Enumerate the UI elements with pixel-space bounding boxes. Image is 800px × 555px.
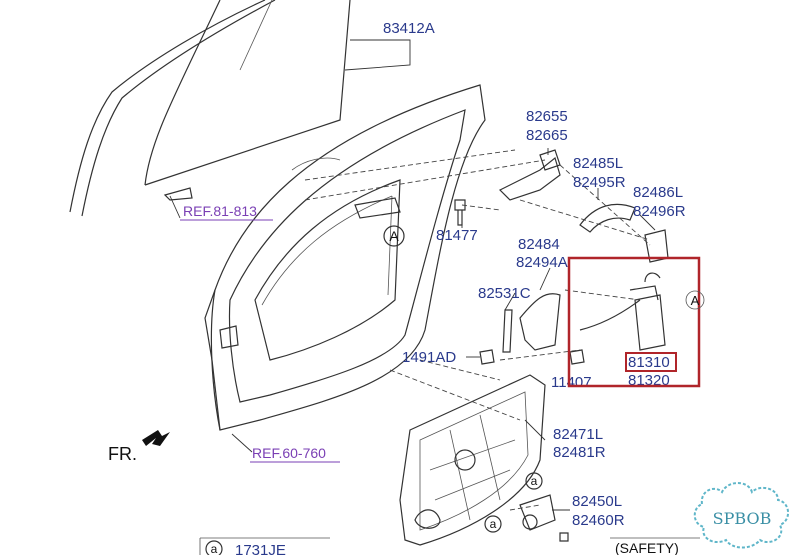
front-label: FR.: [108, 444, 137, 464]
callout-a-circle-upper: [383, 225, 405, 247]
ref-81-813-leader: [169, 195, 181, 219]
label-82484: 82484: [518, 236, 560, 253]
screw-bottom: [559, 532, 569, 542]
callout-a-upper: A: [389, 228, 399, 244]
front-arrow-icon: [142, 430, 170, 446]
label-82486l: 82486L: [633, 184, 683, 201]
latch-cable-82484: [519, 293, 561, 351]
watermark-badge-icon: [693, 482, 789, 549]
label-81477: 81477: [436, 227, 478, 244]
label-1731je: 1731JE: [235, 542, 286, 555]
label-82496r: 82496R: [633, 203, 686, 220]
door-latch-81310: [579, 272, 666, 351]
callout-a-lock: A: [691, 293, 700, 308]
watermark-text: SPBOB: [713, 509, 772, 528]
label-11407: 11407: [551, 374, 592, 391]
callout-small-a-2: a: [490, 517, 497, 531]
label-leaders: [231, 39, 656, 511]
label-82655: 82655: [526, 108, 568, 125]
label-83412a: 83412A: [383, 20, 435, 37]
highlight-box-81310: [625, 352, 677, 372]
clip-1491ad: [479, 349, 495, 365]
handle-bracket: [579, 203, 636, 233]
callout-small-a-1: a: [531, 474, 538, 488]
safety-label: (SAFETY): [615, 540, 679, 555]
label-82460r: 82460R: [572, 512, 625, 529]
label-82481r: 82481R: [553, 444, 606, 461]
label-82485l: 82485L: [573, 155, 623, 172]
motor-82450: [519, 494, 556, 531]
label-82471l: 82471L: [553, 426, 603, 443]
callout-small-a-circle-1: [525, 472, 543, 490]
door-panel: [204, 84, 486, 431]
dashed-leaders: [304, 149, 651, 511]
outside-handle: [498, 149, 561, 201]
callout-small-a-3: a: [211, 542, 218, 555]
note-box-1731je: [199, 537, 330, 555]
nut-11407: [569, 349, 585, 365]
front-direction-indicator: FR.: [108, 430, 170, 464]
ref-60-760: REF.60-760: [252, 445, 326, 461]
label-82665: 82665: [526, 127, 568, 144]
ref-81-813: REF.81-813: [183, 203, 257, 219]
bolt-81477: [454, 199, 466, 226]
spbob-watermark-logo: SPBOB: [693, 482, 789, 549]
window-regulator: [399, 374, 546, 546]
rod-82531c: [502, 309, 513, 353]
label-1491ad: 1491AD: [402, 349, 456, 366]
label-82531c: 82531C: [478, 285, 531, 302]
callout-a-circle-lock: [685, 290, 705, 310]
highlight-box-latch: [567, 256, 701, 388]
label-82494a: 82494A: [516, 254, 568, 271]
label-81310: 81310: [628, 354, 670, 371]
label-82450l: 82450L: [572, 493, 622, 510]
label-82495r: 82495R: [573, 174, 626, 191]
callout-small-a-circle-3: [205, 540, 223, 555]
callout-small-a-circle-2: [484, 515, 502, 533]
window-glass: [69, 0, 351, 217]
